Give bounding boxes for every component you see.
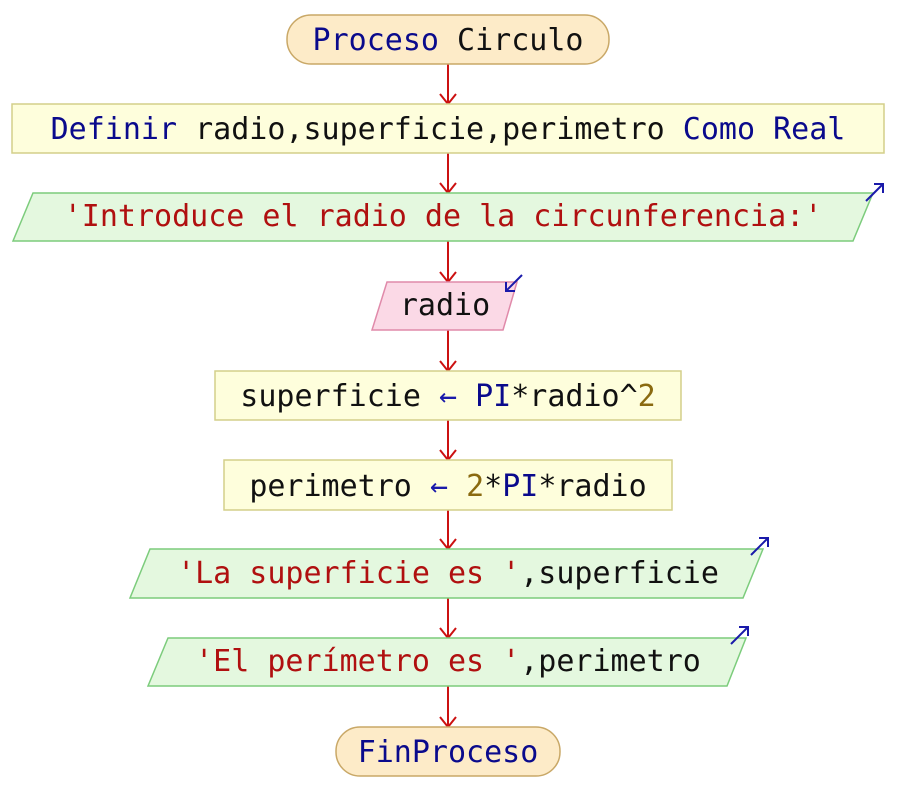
output-arrow-icon bbox=[865, 183, 884, 202]
node-out1-text: 'Introduce el radio de la circunferencia… bbox=[64, 199, 823, 234]
code-token: 'Introduce el radio de la circunferencia… bbox=[64, 199, 823, 234]
node-in1: radio bbox=[370, 274, 523, 331]
code-token: radio bbox=[400, 288, 490, 323]
input-shape bbox=[370, 281, 518, 331]
terminator-shape bbox=[335, 726, 561, 777]
process-shape bbox=[214, 370, 682, 421]
input-arrow-icon bbox=[505, 274, 523, 292]
code-token: PI bbox=[475, 379, 511, 414]
code-token bbox=[439, 23, 457, 58]
code-token: radio bbox=[529, 379, 619, 414]
node-assign1: superficie ← PI*radio^2 bbox=[214, 370, 682, 421]
terminator-shape bbox=[286, 14, 610, 65]
code-token: ^ bbox=[620, 379, 638, 414]
output-shape bbox=[146, 637, 748, 687]
code-token: FinProceso bbox=[358, 735, 539, 770]
code-token: radio,superficie,perimetro bbox=[177, 112, 683, 147]
code-token: radio bbox=[556, 469, 646, 504]
node-define: Definir radio,superficie,perimetro Como … bbox=[11, 103, 885, 154]
code-token: 2 bbox=[638, 379, 656, 414]
output-arrow-icon bbox=[750, 537, 769, 556]
output-arrow-icon bbox=[730, 626, 749, 645]
node-end: FinProceso bbox=[335, 726, 561, 777]
code-token: ,perimetro bbox=[520, 644, 701, 679]
code-token: 'La superficie es ' bbox=[177, 556, 520, 591]
code-token bbox=[755, 112, 773, 147]
node-in1-text: radio bbox=[400, 288, 490, 323]
node-assign2: perimetro ← 2*PI*radio bbox=[223, 459, 673, 511]
code-token: ,superficie bbox=[520, 556, 719, 591]
code-token: superficie bbox=[240, 379, 439, 414]
code-token bbox=[448, 469, 466, 504]
code-token: * bbox=[511, 379, 529, 414]
node-assign2-text: perimetro ← 2*PI*radio bbox=[249, 469, 646, 504]
code-token: * bbox=[484, 469, 502, 504]
code-token: Real bbox=[773, 112, 845, 147]
node-end-text: FinProceso bbox=[358, 735, 539, 770]
code-token: Como bbox=[683, 112, 755, 147]
node-out3: 'El perímetro es ',perimetro bbox=[146, 626, 749, 687]
code-token: 'El perímetro es ' bbox=[195, 644, 520, 679]
node-out3-text: 'El perímetro es ',perimetro bbox=[195, 644, 701, 679]
node-out2-text: 'La superficie es ',superficie bbox=[177, 556, 719, 591]
node-start: Proceso Circulo bbox=[286, 14, 610, 65]
node-define-text: Definir radio,superficie,perimetro Como … bbox=[51, 112, 846, 147]
node-out1: 'Introduce el radio de la circunferencia… bbox=[11, 183, 884, 242]
code-token: * bbox=[538, 469, 556, 504]
code-token: 2 bbox=[466, 469, 484, 504]
code-token: Proceso bbox=[313, 23, 439, 58]
code-token: perimetro bbox=[249, 469, 430, 504]
code-token: Circulo bbox=[457, 23, 583, 58]
code-token: ← bbox=[439, 379, 457, 414]
code-token: PI bbox=[502, 469, 538, 504]
process-shape bbox=[11, 103, 885, 154]
code-token bbox=[457, 379, 475, 414]
process-shape bbox=[223, 459, 673, 511]
output-shape bbox=[11, 192, 875, 242]
output-shape bbox=[128, 548, 765, 599]
node-out2: 'La superficie es ',superficie bbox=[128, 537, 769, 599]
code-token: ← bbox=[430, 469, 448, 504]
node-start-text: Proceso Circulo bbox=[313, 23, 584, 58]
code-token: Definir bbox=[51, 112, 177, 147]
node-assign1-text: superficie ← PI*radio^2 bbox=[240, 379, 655, 414]
